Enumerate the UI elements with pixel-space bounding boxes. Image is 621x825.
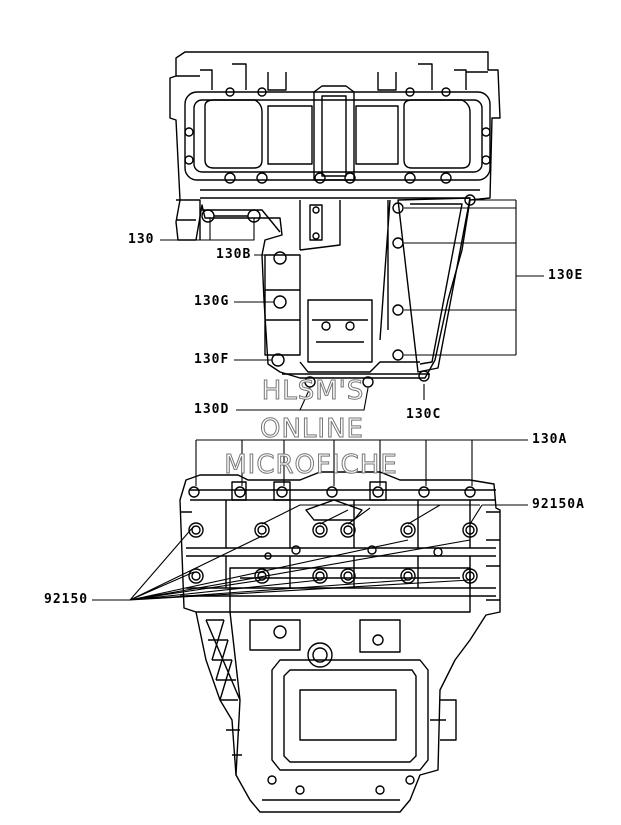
watermark-line2: ONLINE	[260, 414, 364, 445]
label-130g: 130G	[194, 294, 230, 309]
label-130c: 130C	[406, 407, 442, 422]
label-130a: 130A	[532, 432, 568, 447]
upper-crankcase	[169, 51, 501, 388]
label-130f: 130F	[194, 352, 230, 367]
lower-crankcase	[179, 471, 501, 813]
label-130: 130	[128, 232, 155, 247]
watermark-line1: HLSM'S	[261, 376, 365, 407]
label-130d: 130D	[194, 402, 230, 417]
leader-lines	[92, 199, 544, 601]
watermark-line3: MICROFICHE	[224, 450, 398, 481]
label-92150: 92150	[44, 592, 89, 607]
label-92150a: 92150A	[532, 497, 585, 512]
label-130e: 130E	[548, 268, 584, 283]
label-130b: 130B	[216, 247, 252, 262]
